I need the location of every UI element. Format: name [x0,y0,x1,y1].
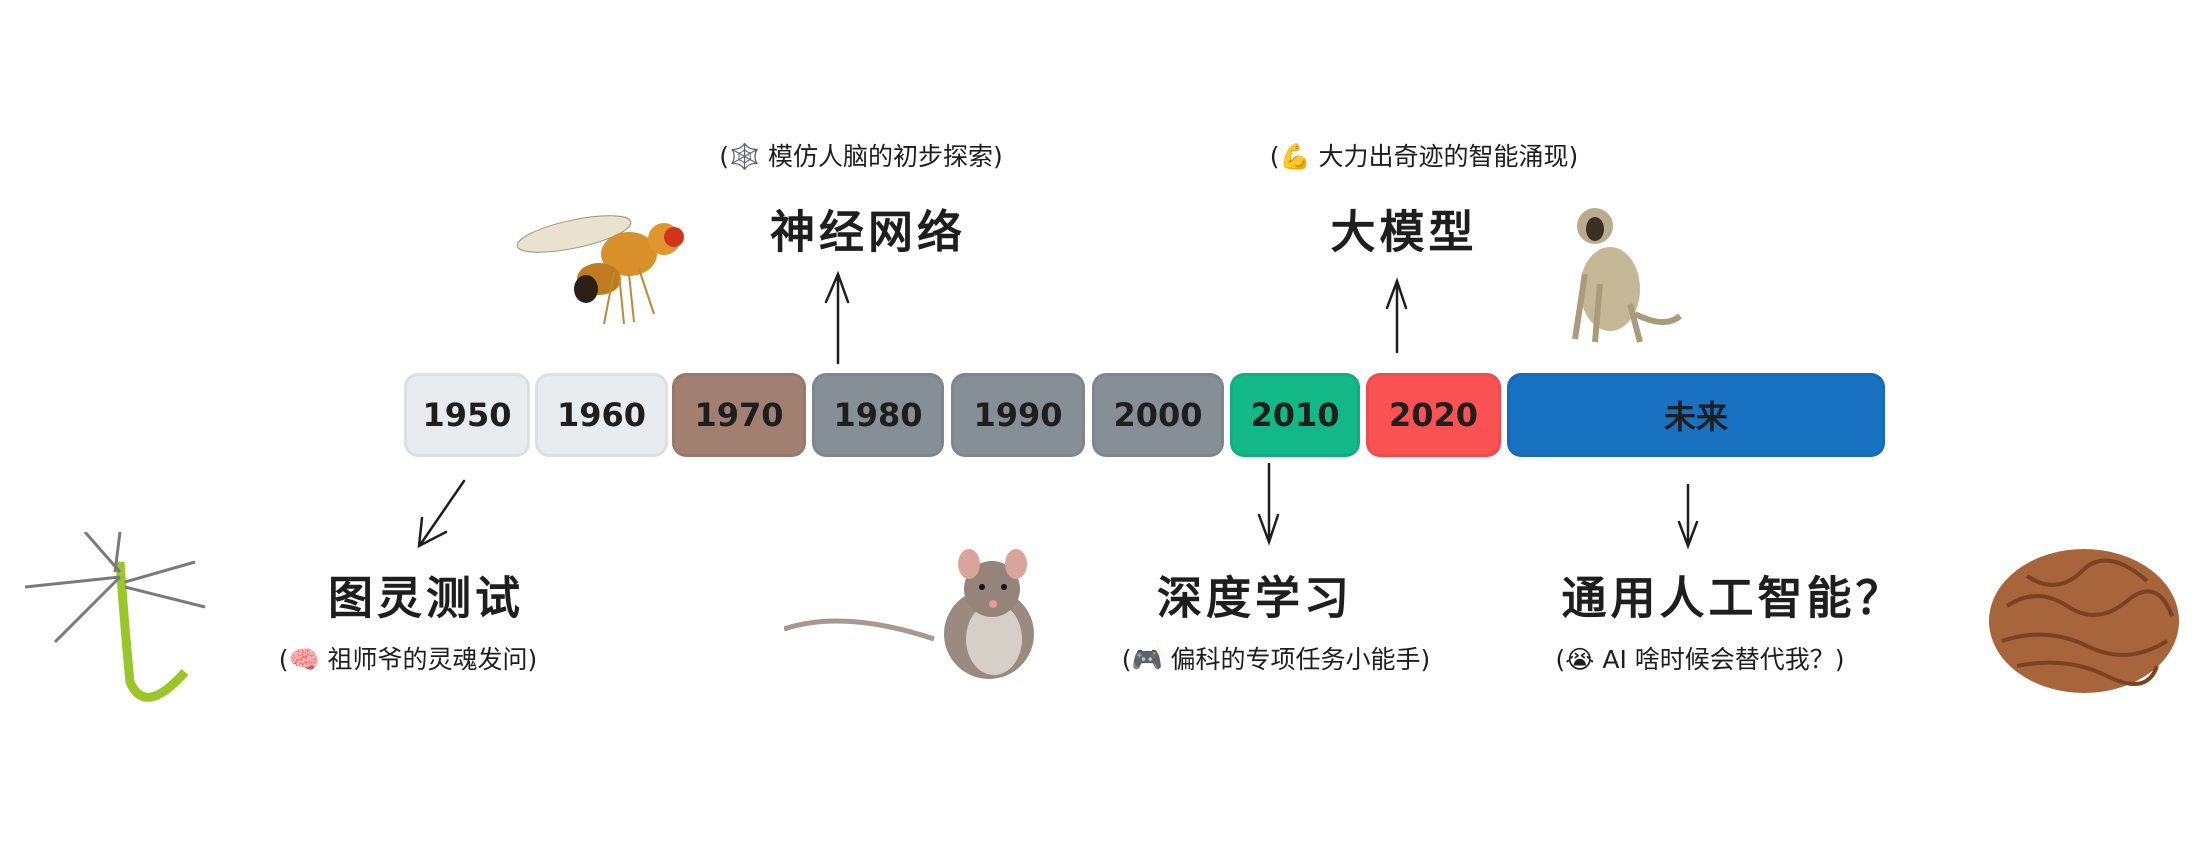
year-2010: 2010 [1230,373,1360,457]
arrow-down-agi [1677,483,1699,550]
neuron-image [25,532,206,702]
deep-learning-caption: (🎮 偏科的专项任务小能手) [1121,645,1431,674]
year-1990: 1990 [951,373,1085,457]
large-model-caption: (💪 大力出奇迹的智能涌现) [1269,142,1579,171]
fruit-fly-image [516,215,684,325]
arrow-up-neural-network [824,270,850,365]
large-model-title: 大模型 [1330,205,1478,259]
human-brain-image [1989,549,2179,693]
arrow-down-deep-learning [1257,462,1280,546]
year-1950: 1950 [404,373,530,457]
turing-test-caption: (🧠 祖师爷的灵魂发问) [278,645,538,674]
arrow-down-turing-test [417,479,466,549]
mouse-image [784,549,1034,679]
neural-network-caption: (🕸️ 模仿人脑的初步探索) [719,142,1003,171]
year-1980: 1980 [812,373,944,457]
turing-test-title: 图灵测试 [327,571,525,625]
arrow-up-large-model [1385,277,1408,354]
agi-title: 通用人工智能？ [1561,571,1905,625]
neural-network-title: 神经网络 [769,205,967,259]
year-future: 未来 [1507,373,1885,457]
year-2000: 2000 [1092,373,1224,457]
monkey-image [1572,208,1682,343]
year-1970: 1970 [672,373,806,457]
year-1960: 1960 [535,373,668,457]
agi-caption: (😭 AI 啥时候会替代我？) [1555,645,1845,674]
deep-learning-title: 深度学习 [1156,571,1354,625]
year-2020: 2020 [1366,373,1501,457]
